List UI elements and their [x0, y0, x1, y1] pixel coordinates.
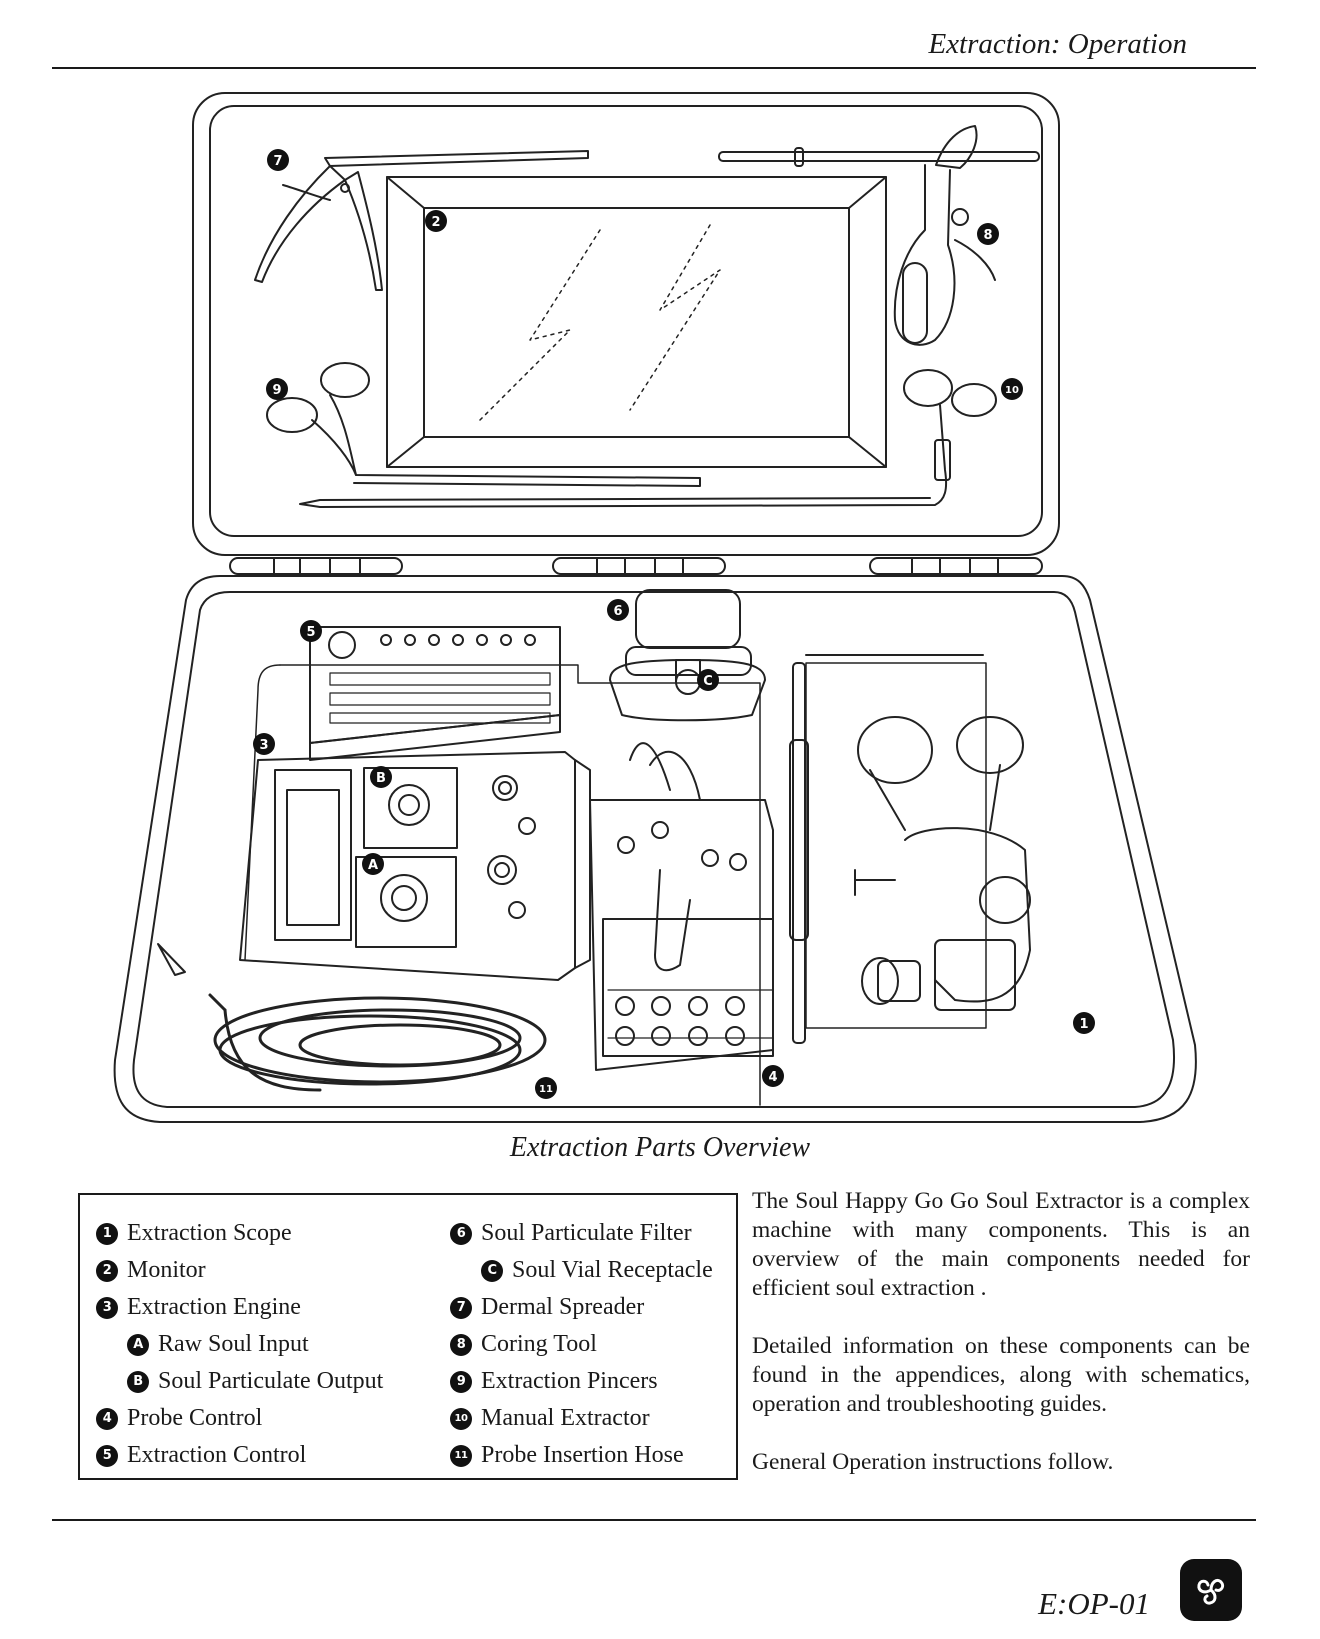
svg-text:A: A [368, 858, 378, 873]
callout-C: C [697, 669, 719, 691]
legend-label: Extraction Control [127, 1442, 307, 1468]
callout-5: 5 [300, 620, 322, 642]
svg-text:6: 6 [613, 604, 622, 619]
probe-insertion-hose-illustration [157, 943, 547, 1092]
svg-text:4: 4 [768, 1070, 777, 1085]
soul-particulate-filter-illustration [609, 589, 766, 722]
extraction-control-illustration [309, 626, 561, 761]
legend-item: 5 Extraction Control [96, 1437, 383, 1474]
callout-10: 10 [1001, 378, 1023, 400]
triple-swirl-logo-icon [1180, 1559, 1242, 1621]
extraction-pincers-illustration [266, 362, 701, 487]
description-paragraph: Detailed information on these components… [752, 1333, 1250, 1417]
legend-item: 7 Dermal Spreader [450, 1289, 713, 1326]
callout-A: A [362, 853, 384, 875]
callout-11: 11 [535, 1077, 557, 1099]
legend-item: 11 Probe Insertion Hose [450, 1437, 713, 1474]
legend-item: A Raw Soul Input [96, 1326, 383, 1363]
manual-extractor-illustration [299, 369, 997, 508]
callout-8: 8 [977, 223, 999, 245]
page-header-title: Extraction: Operation [928, 28, 1187, 60]
legend-label: Soul Particulate Output [158, 1368, 384, 1394]
svg-text:10: 10 [1005, 385, 1019, 396]
svg-text:1: 1 [1079, 1017, 1088, 1032]
number-badge-icon: 10 [450, 1407, 472, 1430]
dermal-spreader-illustration [254, 150, 589, 291]
legend-label: Extraction Scope [127, 1220, 292, 1246]
number-badge-icon: 4 [96, 1407, 118, 1430]
svg-text:5: 5 [306, 625, 315, 640]
svg-text:3: 3 [259, 738, 268, 753]
number-badge-icon: 6 [450, 1222, 472, 1245]
letter-badge-icon: C [481, 1259, 503, 1282]
legend-column-right: 6 Soul Particulate Filter C Soul Vial Rece… [450, 1215, 713, 1474]
number-badge-icon: 8 [450, 1333, 472, 1356]
case-hinges [229, 557, 1043, 575]
legend-item: 6 Soul Particulate Filter [450, 1215, 713, 1252]
legend-label: Dermal Spreader [481, 1294, 645, 1320]
svg-text:11: 11 [539, 1084, 553, 1095]
number-badge-icon: 9 [450, 1370, 472, 1393]
monitor-illustration [386, 176, 887, 468]
svg-text:C: C [703, 674, 713, 689]
legend-label: Raw Soul Input [158, 1331, 309, 1357]
svg-text:2: 2 [431, 215, 440, 230]
legend-label: Probe Insertion Hose [481, 1442, 684, 1468]
coring-tool-illustration [718, 125, 1040, 346]
legend-item: 10 Manual Extractor [450, 1400, 713, 1437]
legend-item: 9 Extraction Pincers [450, 1363, 713, 1400]
legend-label: Monitor [127, 1257, 206, 1283]
callout-2: 2 [425, 210, 447, 232]
case-lid [192, 92, 1060, 556]
letter-badge-icon: A [127, 1333, 149, 1356]
case-base [113, 575, 1197, 1123]
number-badge-icon: 11 [450, 1444, 472, 1467]
callout-6: 6 [607, 599, 629, 621]
letter-badge-icon: B [127, 1370, 149, 1393]
callout-7: 7 [267, 149, 289, 171]
legend-label: Manual Extractor [481, 1405, 650, 1431]
callout-4: 4 [762, 1065, 784, 1087]
number-badge-icon: 2 [96, 1259, 118, 1282]
legend-item: 3 Extraction Engine [96, 1289, 383, 1326]
legend-label: Extraction Pincers [481, 1368, 658, 1394]
legend-label: Extraction Engine [127, 1294, 301, 1320]
svg-text:B: B [376, 771, 386, 786]
probe-control-illustration [589, 742, 774, 1071]
svg-text:9: 9 [272, 383, 281, 398]
svg-text:8: 8 [983, 228, 992, 243]
callout-B: B [370, 766, 392, 788]
callout-1: 1 [1073, 1012, 1095, 1034]
figure-callouts: 1 2 3 4 5 6 C 7 8 9 10 11 A B [253, 149, 1095, 1099]
extraction-scope-illustration [789, 654, 1031, 1044]
legend-item: 1 Extraction Scope [96, 1215, 383, 1252]
page-code: E:OP-01 [1038, 1586, 1150, 1621]
header-rule [52, 67, 1256, 69]
legend-label: Coring Tool [481, 1331, 597, 1357]
legend-label: Probe Control [127, 1405, 263, 1431]
number-badge-icon: 3 [96, 1296, 118, 1319]
legend-item: 2 Monitor [96, 1252, 383, 1289]
legend-item: B Soul Particulate Output [96, 1363, 383, 1400]
extraction-case-illustration: 1 2 3 4 5 6 C 7 8 9 10 11 A B [113, 92, 1197, 1123]
extraction-engine-illustration [239, 751, 591, 981]
number-badge-icon: 5 [96, 1444, 118, 1467]
parts-legend-box: 1 Extraction Scope 2 Monitor 3 Extraction E… [78, 1193, 738, 1480]
legend-item: 4 Probe Control [96, 1400, 383, 1437]
number-badge-icon: 1 [96, 1222, 118, 1245]
callout-9: 9 [266, 378, 288, 400]
legend-item: C Soul Vial Receptacle [450, 1252, 713, 1289]
figure-caption: Extraction Parts Overview [509, 1132, 811, 1163]
description-paragraph: General Operation instructions follow. [752, 1449, 1114, 1475]
legend-label: Soul Particulate Filter [481, 1220, 692, 1246]
legend-item: 8 Coring Tool [450, 1326, 713, 1363]
callout-3: 3 [253, 733, 275, 755]
description-paragraph: The Soul Happy Go Go Soul Extractor is a… [752, 1188, 1250, 1301]
description-text: The Soul Happy Go Go Soul Extractor is a… [752, 1187, 1250, 1506]
legend-label: Soul Vial Receptacle [512, 1257, 713, 1283]
svg-text:7: 7 [273, 154, 282, 169]
legend-column-left: 1 Extraction Scope 2 Monitor 3 Extraction E… [96, 1215, 383, 1474]
number-badge-icon: 7 [450, 1296, 472, 1319]
footer-rule [52, 1519, 1256, 1521]
